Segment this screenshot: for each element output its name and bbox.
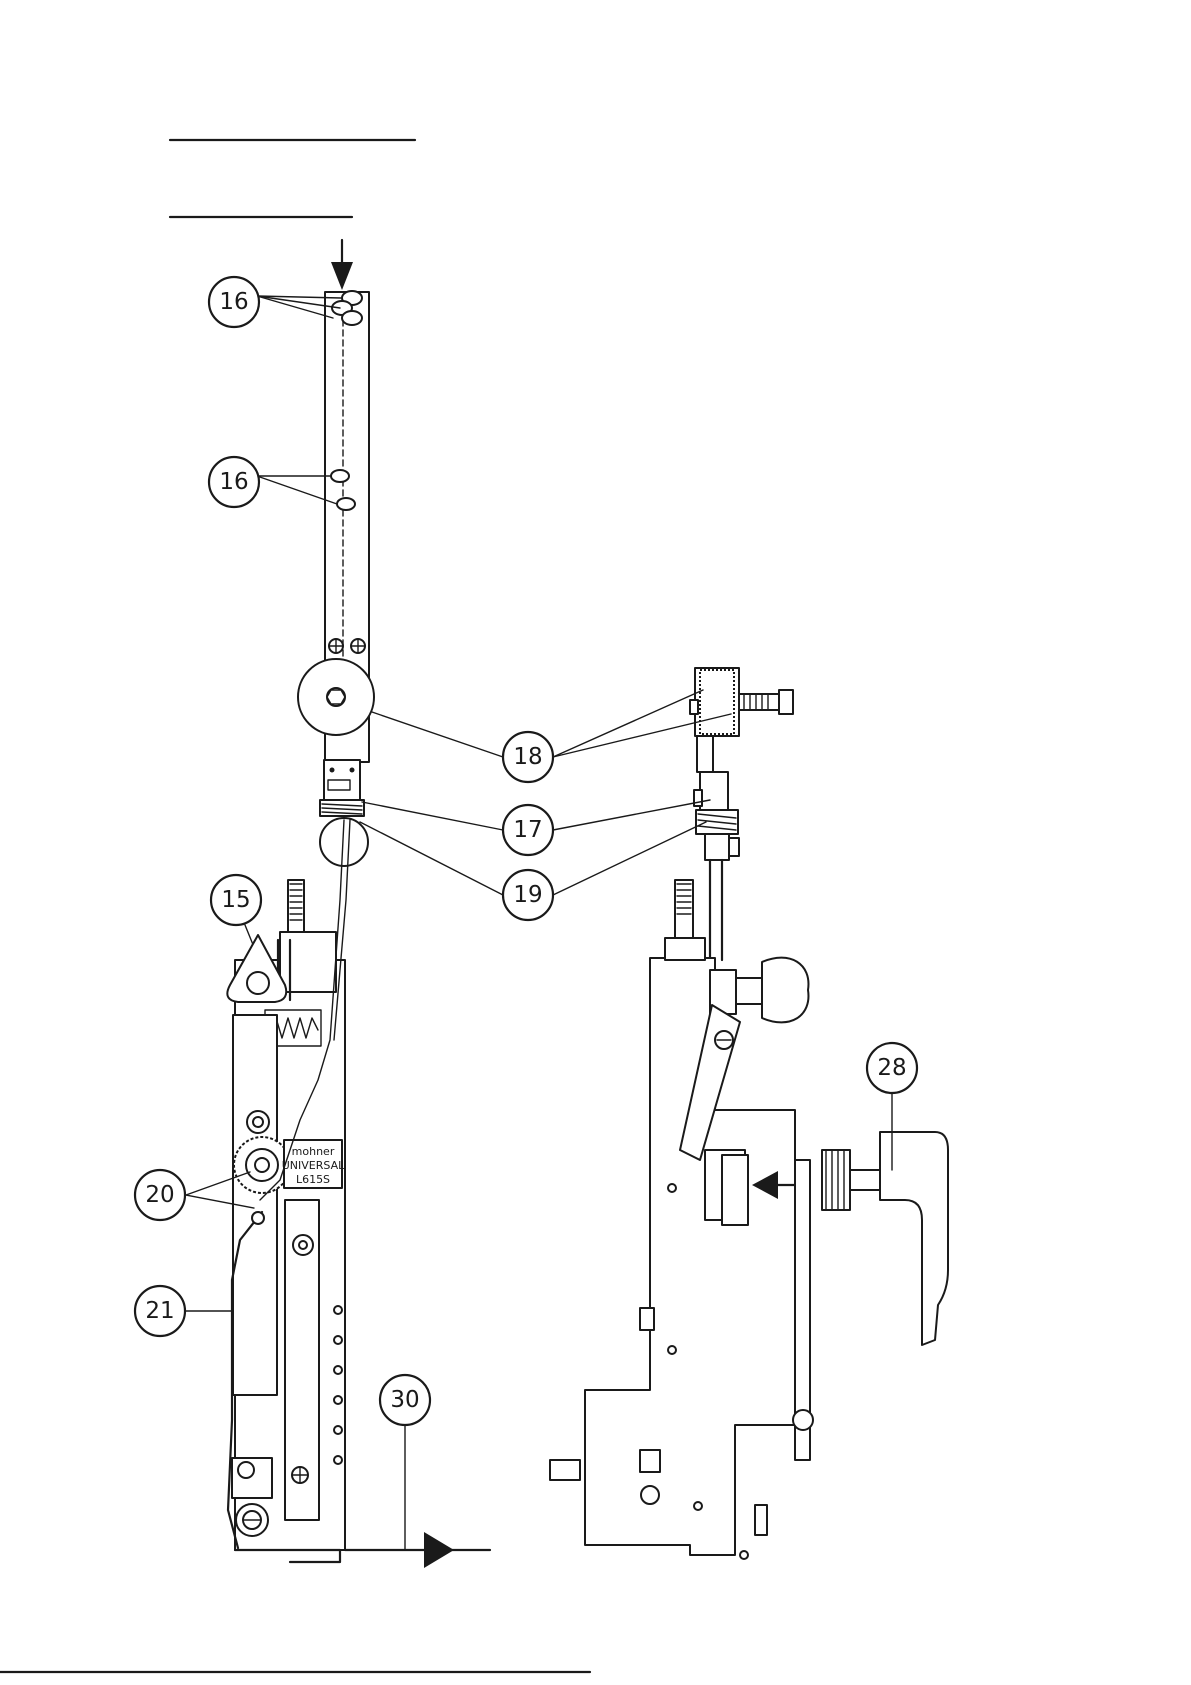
callout-17: 17 xyxy=(362,800,710,855)
callout-16-middle: 16 xyxy=(209,457,337,507)
svg-text:16: 16 xyxy=(219,289,248,315)
svg-text:15: 15 xyxy=(221,887,250,913)
svg-text:20: 20 xyxy=(145,1182,174,1208)
callout-21: 21 xyxy=(135,1286,232,1336)
svg-text:18: 18 xyxy=(513,744,542,770)
felt-pad xyxy=(700,670,734,734)
svg-text:17: 17 xyxy=(513,817,542,843)
svg-text:16: 16 xyxy=(219,469,248,495)
svg-text:21: 21 xyxy=(145,1298,174,1324)
plate-text-2: UNIVERSAL xyxy=(282,1159,345,1172)
thread-guide xyxy=(337,498,355,510)
right-assembly xyxy=(550,668,948,1559)
svg-text:19: 19 xyxy=(513,882,542,908)
plate-text-1: mohner xyxy=(292,1145,335,1158)
feed-arrow-icon xyxy=(331,262,353,290)
thread-guide xyxy=(331,470,349,482)
svg-text:28: 28 xyxy=(877,1055,906,1081)
callout-15: 15 xyxy=(211,875,286,1002)
callout-30: 30 xyxy=(380,1375,430,1425)
svg-text:30: 30 xyxy=(390,1387,419,1413)
tension-post xyxy=(700,772,728,810)
callout-18: 18 xyxy=(372,690,731,782)
side-frame xyxy=(585,958,795,1555)
plate-text-3: L615S xyxy=(296,1173,330,1186)
t-handle xyxy=(880,1132,948,1345)
output-arrow-icon xyxy=(424,1532,454,1568)
thread-guide xyxy=(342,311,362,325)
left-assembly: mohner UNIVERSAL L615S xyxy=(228,240,490,1568)
callout-16-top: 16 xyxy=(209,277,341,327)
